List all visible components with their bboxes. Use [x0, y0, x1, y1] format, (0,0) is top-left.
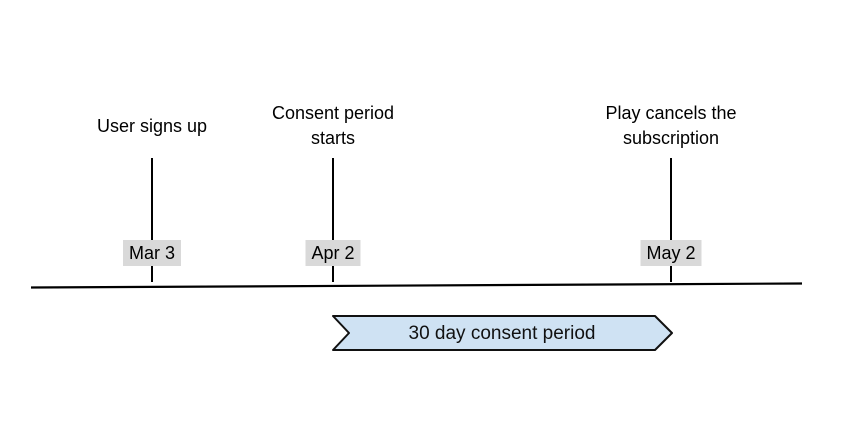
date-chip-mar-3: Mar 3 — [122, 240, 182, 266]
event-label-play-cancels-subscription: Play cancels the subscription — [605, 103, 737, 148]
event-tick-consent-period-starts — [332, 158, 334, 282]
event-label-user-signs-up: User signs up — [96, 115, 208, 136]
consent-period-ribbon-label: 30 day consent period — [408, 323, 596, 344]
event-label-consent-period-starts: Consent period starts — [271, 103, 395, 148]
date-chip-may-2: May 2 — [640, 240, 702, 266]
date-chip-apr-2: Apr 2 — [305, 240, 361, 266]
consent-period-ribbon — [332, 315, 673, 351]
event-tick-user-signs-up — [151, 158, 153, 282]
timeline-axis-line — [30, 282, 803, 289]
event-tick-play-cancels-subscription — [670, 158, 672, 282]
